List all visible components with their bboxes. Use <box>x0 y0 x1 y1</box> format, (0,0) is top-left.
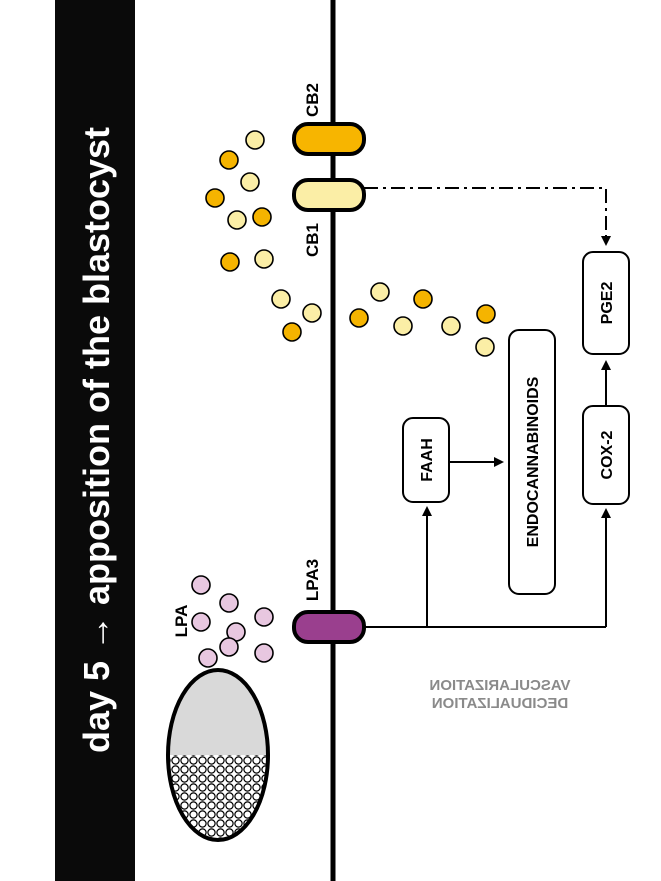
cannabinoid-dot <box>240 172 260 192</box>
cannabinoid-ligands-extracellular <box>205 130 322 342</box>
lpa-dot <box>198 648 218 668</box>
lpa-ligands <box>191 575 274 668</box>
pge2-label: PGE2 <box>599 282 616 325</box>
cannabinoid-dot <box>254 249 274 269</box>
blastocyst <box>166 668 270 842</box>
endocannabinoids-box: ENDOCANNABINOIDS <box>508 329 556 595</box>
lpa3-receptor <box>292 610 366 644</box>
cannabinoid-dot <box>413 289 433 309</box>
pge2-box: PGE2 <box>582 251 630 355</box>
cannabinoid-ligands-intracellular <box>349 282 496 357</box>
lpa-dot <box>254 643 274 663</box>
cb2-receptor <box>292 122 366 156</box>
cb1-receptor <box>292 178 366 212</box>
cb2-label: CB2 <box>303 83 322 117</box>
cannabinoid-dot <box>220 252 240 272</box>
cannabinoid-dot <box>475 337 495 357</box>
cannabinoid-dot <box>349 308 369 328</box>
lpa-dot <box>191 575 211 595</box>
cannabinoid-dot <box>282 322 302 342</box>
cannabinoid-dot <box>252 207 272 227</box>
cannabinoid-dot <box>227 210 247 230</box>
cb1-to-pge2-dashed-arrow <box>364 187 611 246</box>
lpa-dot <box>254 607 274 627</box>
cannabinoid-dot <box>476 304 496 324</box>
cox2-label: COX-2 <box>599 430 616 479</box>
decidualization-label: DECIDUALIZATION <box>432 695 568 712</box>
cb1-label: CB1 <box>303 223 322 257</box>
cannabinoid-dot <box>205 188 225 208</box>
cannabinoid-dot <box>271 289 291 309</box>
lpa-label: LPA <box>172 605 191 638</box>
lpa-dot <box>191 612 211 632</box>
faah-box: FAAH <box>402 417 450 503</box>
mirrored-outcome-labels: VASCULARIZATION DECIDUALIZATION <box>429 677 570 712</box>
title-text: day 5 → apposition of the blastocyst <box>76 127 117 753</box>
cox2-box: COX-2 <box>582 405 630 505</box>
lpa-dot <box>219 637 239 657</box>
faah-label: FAAH <box>419 438 436 482</box>
vascularization-label: VASCULARIZATION <box>429 677 570 694</box>
lpa-dot <box>219 593 239 613</box>
cannabinoid-dot <box>219 150 239 170</box>
cannabinoid-dot <box>441 316 461 336</box>
cannabinoid-dot <box>393 316 413 336</box>
title-band <box>55 0 135 881</box>
endocannabinoids-label: ENDOCANNABINOIDS <box>525 376 542 547</box>
cannabinoid-dot <box>302 303 322 323</box>
lpa3-label: LPA3 <box>303 559 322 601</box>
cannabinoid-dot <box>370 282 390 302</box>
cannabinoid-dot <box>245 130 265 150</box>
